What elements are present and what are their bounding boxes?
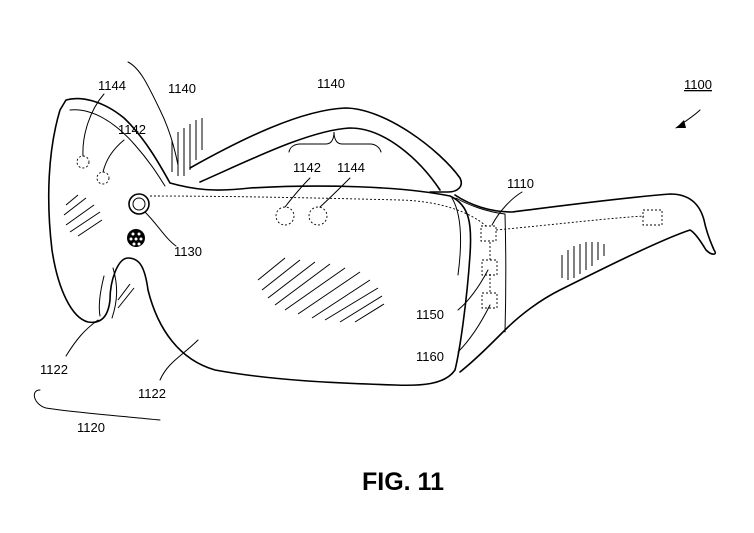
camera-1130 — [128, 193, 150, 215]
label-1140-right: 1140 — [317, 76, 345, 91]
label-1122-left: 1122 — [40, 362, 68, 377]
label-1150: 1150 — [416, 307, 444, 322]
internal-wiring — [149, 195, 663, 309]
label-1144-left: 1144 — [98, 78, 126, 93]
label-1140-left: 1140 — [168, 81, 196, 96]
processor-module-1110 — [480, 225, 497, 242]
leader-lines — [33, 61, 701, 421]
temple-module — [642, 209, 663, 226]
label-1160: 1160 — [416, 349, 444, 364]
label-1120: 1120 — [77, 420, 105, 435]
module-1160 — [481, 292, 498, 309]
label-1122-right: 1122 — [138, 386, 166, 401]
lens-hatching — [63, 118, 605, 323]
figure-caption: FIG. 11 — [362, 468, 444, 496]
near-temple-arm — [454, 193, 717, 373]
label-1142-right: 1142 — [293, 160, 321, 175]
label-1100: 1100 — [684, 77, 712, 92]
label-1142-left: 1142 — [118, 122, 146, 137]
label-1144-right: 1144 — [337, 160, 365, 175]
visor-lens — [47, 97, 472, 387]
label-1110: 1110 — [507, 176, 534, 191]
label-1130: 1130 — [174, 244, 202, 259]
far-temple-arm — [189, 107, 463, 193]
speaker-grille — [127, 229, 145, 247]
sensor-circles — [76, 155, 328, 226]
module-1150 — [481, 259, 498, 276]
reference-labels: 1100 1110 1120 1122 1122 1130 1140 1140 … — [40, 76, 712, 435]
